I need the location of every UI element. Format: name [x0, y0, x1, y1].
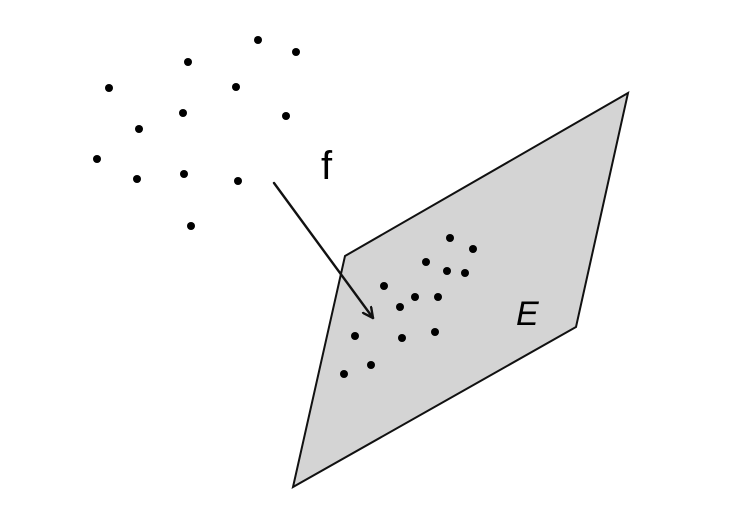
source-point [180, 170, 188, 178]
source-point [234, 177, 242, 185]
projected-point [434, 293, 442, 301]
source-point [282, 112, 290, 120]
projected-point [422, 258, 430, 266]
projected-point [431, 328, 439, 336]
source-point [292, 48, 300, 56]
plane-label-e: E [516, 295, 539, 333]
source-point [135, 125, 143, 133]
source-point [184, 58, 192, 66]
projected-point [340, 370, 348, 378]
source-point [187, 222, 195, 230]
plane-e [291, 90, 630, 489]
projected-point [367, 361, 375, 369]
source-point [179, 109, 187, 117]
mapping-arrow [272, 181, 375, 320]
projected-point [380, 282, 388, 290]
projected-point [396, 303, 404, 311]
projected-point [461, 269, 469, 277]
map-label-f: f [321, 144, 333, 188]
source-point [133, 175, 141, 183]
projected-point [469, 245, 477, 253]
projected-point [446, 234, 454, 242]
projected-point [443, 267, 451, 275]
source-point [105, 84, 113, 92]
source-point [93, 155, 101, 163]
projected-point-cloud [340, 234, 477, 378]
source-point-cloud [93, 36, 300, 230]
projected-point [398, 334, 406, 342]
projected-point [351, 332, 359, 340]
source-point [232, 83, 240, 91]
source-point [254, 36, 262, 44]
projected-point [411, 293, 419, 301]
